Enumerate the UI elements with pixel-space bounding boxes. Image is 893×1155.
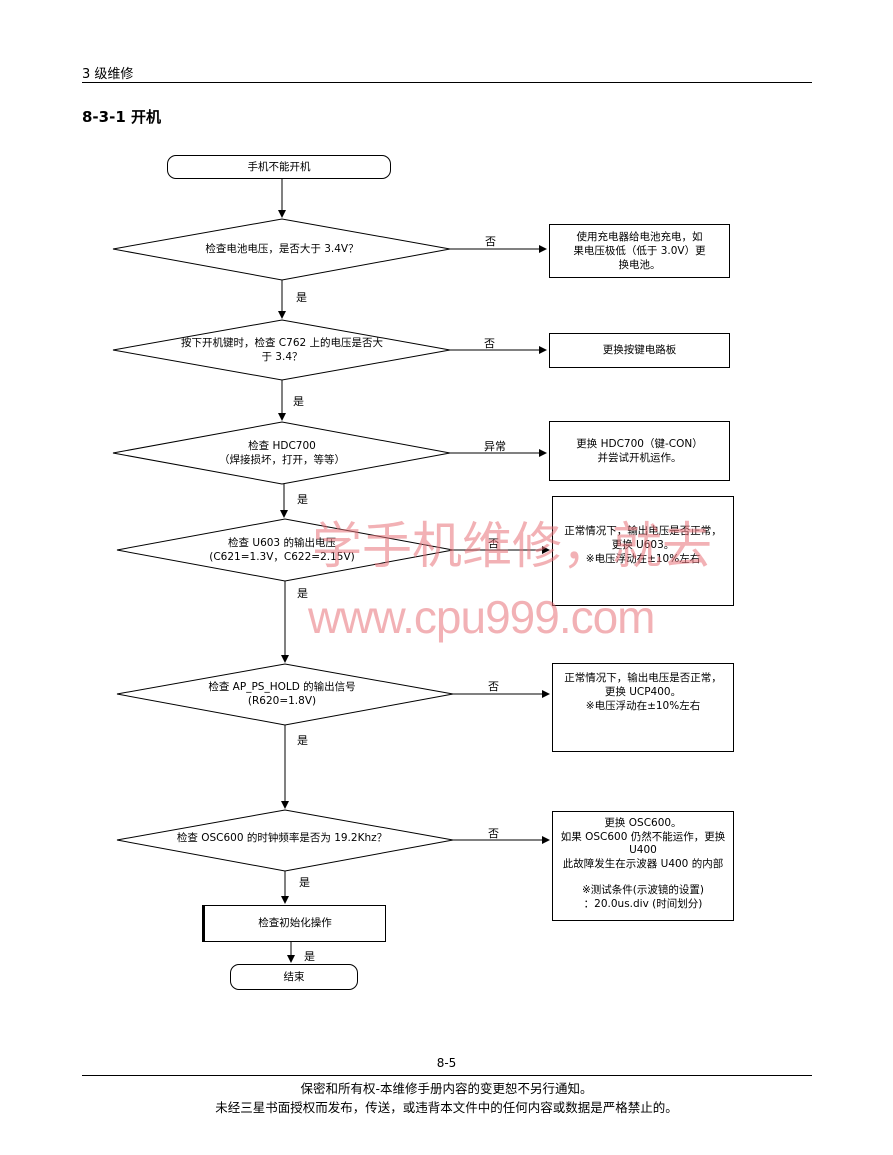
- decision-osc600-label: 检查 OSC600 的时钟频率是否为 19.2Khz？: [176, 832, 388, 844]
- decision-osc600: 检查 OSC600 的时钟频率是否为 19.2Khz？: [133, 831, 431, 845]
- d3-abnormal-label: 异常: [484, 440, 506, 453]
- action-replace-osc600-line-1: 更换 OSC600。: [604, 817, 682, 829]
- decision-ap-ps-hold: 检查 AP_PS_HOLD 的输出信号 (R620=1.8V): [133, 680, 431, 708]
- action-replace-hdc700-line-2: 并尝试开机运作。: [597, 452, 682, 464]
- action-replace-u603-line-1: 正常情况下，输出电压是否正常，: [564, 525, 722, 537]
- d5-no-label: 否: [488, 680, 499, 693]
- decision-battery-label: 检查电池电压，是否大于 3.4V？: [205, 243, 359, 255]
- action-replace-osc600-line-6: ※测试条件(示波镜的设置): [582, 884, 704, 896]
- decision-u603: 检查 U603 的输出电压 (C621=1.3V，C622=2.15V): [133, 536, 431, 564]
- action-replace-ucp400-line-2: 更换 UCP400。: [604, 686, 682, 698]
- page-number: 8-5: [436, 1056, 457, 1070]
- d6-no-label: 否: [488, 827, 499, 840]
- start-node: 手机不能开机: [167, 155, 391, 179]
- process-init-check-label: 检查初始化操作: [258, 917, 332, 929]
- d2-no-label: 否: [484, 337, 495, 350]
- process-init-check: 检查初始化操作: [202, 905, 386, 942]
- watermark-line-1: 学手机维修，就去: [312, 518, 712, 574]
- action-charge-battery-line-1: 使用充电器给电池充电，如: [576, 231, 703, 243]
- action-replace-ucp400-line-3: ※电压浮动在±10%左右: [585, 700, 701, 712]
- end-node: 结束: [230, 964, 358, 990]
- action-replace-osc600-line-7: ：20.0us.div (时间划分): [583, 897, 703, 910]
- d5-yes-label: 是: [297, 734, 308, 747]
- action-replace-osc600-line-4: 此故障发生在示波器 U400 的内部: [562, 857, 724, 870]
- d1-yes-label: 是: [296, 291, 307, 304]
- decision-hdc700-line-2: （焊接损坏，打开，等等）: [219, 454, 345, 466]
- action-replace-ucp400: 正常情况下，输出电压是否正常， 更换 UCP400。 ※电压浮动在±10%左右: [552, 663, 734, 752]
- action-charge-battery: 使用充电器给电池充电，如 果电压极低（低于 3.0V）更 换电池。: [549, 224, 730, 278]
- action-charge-battery-line-2: 果电压极低（低于 3.0V）更: [573, 245, 706, 257]
- decision-ap-ps-hold-line-1: 检查 AP_PS_HOLD 的输出信号: [208, 681, 356, 693]
- action-replace-osc600: 更换 OSC600。 如果 OSC600 仍然不能运作，更换 U400 此故障发…: [552, 811, 734, 921]
- footer-rule: [82, 1075, 812, 1076]
- action-replace-osc600-line-5: [553, 871, 733, 884]
- d6-yes-label: 是: [299, 876, 310, 889]
- action-replace-u603: 正常情况下，输出电压是否正常， 更换 U603。 ※电压浮动在±10%左右: [552, 496, 734, 606]
- end-label: 结束: [283, 971, 305, 983]
- decision-power-key-line-1: 按下开机键时，检查 C762 上的电压是否大: [180, 337, 384, 349]
- action-replace-u603-line-2: 更换 U603。: [611, 539, 675, 551]
- decision-u603-line-2: (C621=1.3V，C622=2.15V): [209, 551, 355, 563]
- d4-no-label: 否: [488, 537, 499, 550]
- d1-no-label: 否: [485, 235, 496, 248]
- decision-hdc700: 检查 HDC700 （焊接损坏，打开，等等）: [133, 439, 431, 467]
- header-rule: [82, 82, 812, 83]
- decision-power-key-line-2: 于 3.4？: [261, 351, 303, 363]
- action-replace-key-board-label: 更换按键电路板: [602, 344, 677, 356]
- page-title: 8-3-1 开机: [82, 108, 161, 126]
- decision-hdc700-line-1: 检查 HDC700: [248, 440, 316, 452]
- action-replace-ucp400-line-1: 正常情况下，输出电压是否正常，: [564, 672, 722, 684]
- decision-u603-line-1: 检查 U603 的输出电压: [228, 537, 336, 549]
- decision-battery: 检查电池电压，是否大于 3.4V？: [133, 242, 431, 256]
- d2-yes-label: 是: [293, 395, 304, 408]
- footer-line-1: 保密和所有权-本维修手册内容的变更恕不另行通知。: [300, 1081, 593, 1096]
- section-header: 3 级维修: [82, 67, 134, 82]
- action-replace-hdc700-line-1: 更换 HDC700（键-CON）: [576, 438, 703, 450]
- action-replace-u603-line-3: ※电压浮动在±10%左右: [585, 553, 701, 565]
- watermark-line-2: www.cpu999.com: [308, 591, 655, 643]
- d3-yes-label: 是: [297, 493, 308, 506]
- start-label: 手机不能开机: [247, 161, 311, 173]
- init-yes-label: 是: [304, 950, 315, 963]
- footer-line-2: 未经三星书面授权而发布，传送，或违背本文件中的任何内容或数据是严格禁止的。: [215, 1100, 678, 1115]
- action-charge-battery-line-3: 换电池。: [618, 259, 661, 271]
- action-replace-hdc700: 更换 HDC700（键-CON） 并尝试开机运作。: [549, 421, 730, 481]
- decision-ap-ps-hold-line-2: (R620=1.8V): [247, 695, 317, 707]
- d4-yes-label: 是: [297, 587, 308, 600]
- action-replace-osc600-line-2: 如果 OSC600 仍然不能运作，更换: [560, 830, 726, 843]
- action-replace-key-board: 更换按键电路板: [549, 333, 730, 368]
- action-replace-osc600-line-3: U400: [629, 844, 657, 856]
- decision-power-key: 按下开机键时，检查 C762 上的电压是否大 于 3.4？: [133, 336, 431, 364]
